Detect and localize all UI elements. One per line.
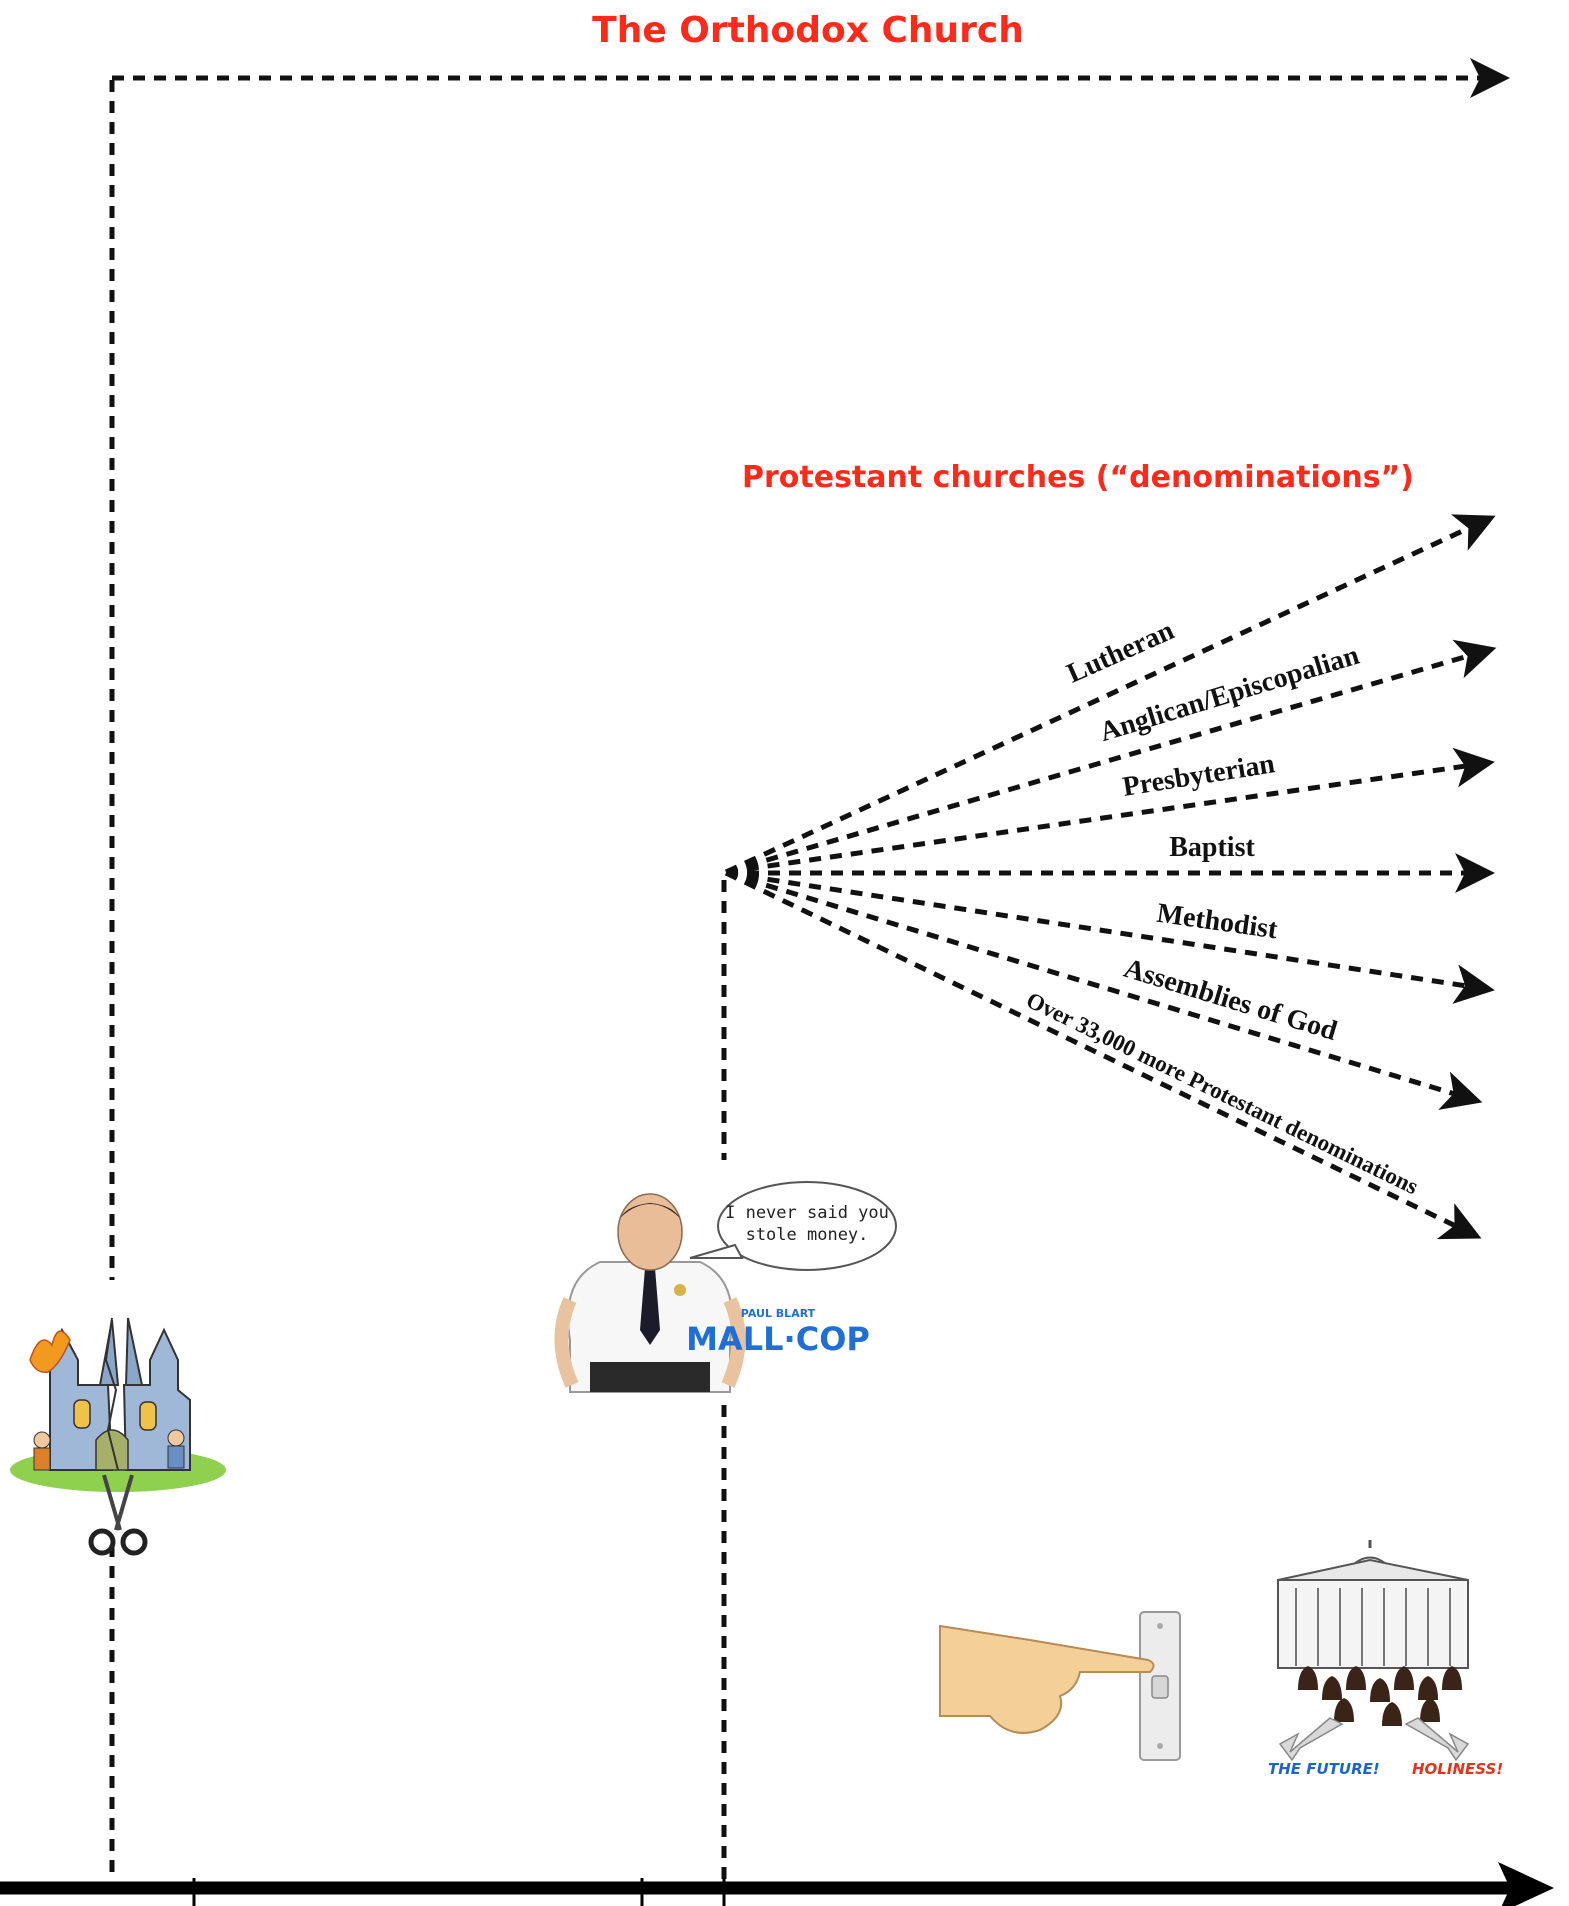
pointing-hand-icon	[939, 1624, 1155, 1734]
fire-icon	[29, 1330, 71, 1373]
mall-cop-illustration: I never said you stole money. PAUL BLART…	[554, 1181, 897, 1393]
branch-label-lutheran: Lutheran	[1062, 615, 1179, 690]
caption-the-future: THE FUTURE!	[1268, 1760, 1380, 1778]
vatican-illustration: THE FUTURE! HOLINESS!	[1268, 1540, 1503, 1778]
branch-arrow-methodist	[725, 870, 1495, 1005]
protestant-heading: Protestant churches (“denominations”)	[742, 460, 1414, 495]
branch-label-more-denominations: Over 33,000 more Protestant denomination…	[1022, 987, 1422, 1199]
branch-arrow-more-denominations	[724, 870, 1482, 1240]
branch-arrow-presbyterian	[725, 747, 1495, 875]
caption-holiness: HOLINESS!	[1412, 1760, 1503, 1778]
branch-arrow-assemblies	[725, 870, 1483, 1110]
scissors-icon	[88, 1474, 148, 1556]
chess-pieces-icon	[1298, 1666, 1462, 1726]
speech-bubble-line-2: stole money.	[746, 1225, 869, 1245]
branch-arrow-anglican	[725, 639, 1497, 875]
speech-bubble	[717, 1181, 897, 1271]
orthodox-heading: The Orthodox Church	[592, 10, 1024, 51]
mall-cop-logo-small: PAUL BLART	[741, 1307, 816, 1320]
timeline-axis	[0, 1862, 1554, 1906]
branch-label-baptist: Baptist	[1169, 832, 1255, 863]
denomination-branches	[724, 514, 1497, 1240]
light-switch-illustration	[939, 1611, 1181, 1761]
orthodox-line	[109, 58, 1510, 1880]
arrow-right-icon	[1404, 1717, 1470, 1762]
branch-arrow-lutheran	[724, 514, 1496, 875]
speech-bubble-line-1: I never said you	[725, 1203, 889, 1223]
branch-label-assemblies: Assemblies of God	[1120, 953, 1341, 1047]
mall-cop-logo: MALL·COP	[686, 1320, 870, 1358]
split-church-illustration	[10, 1317, 226, 1556]
branch-label-methodist: Methodist	[1155, 898, 1280, 946]
arrow-left-icon	[1278, 1717, 1344, 1762]
